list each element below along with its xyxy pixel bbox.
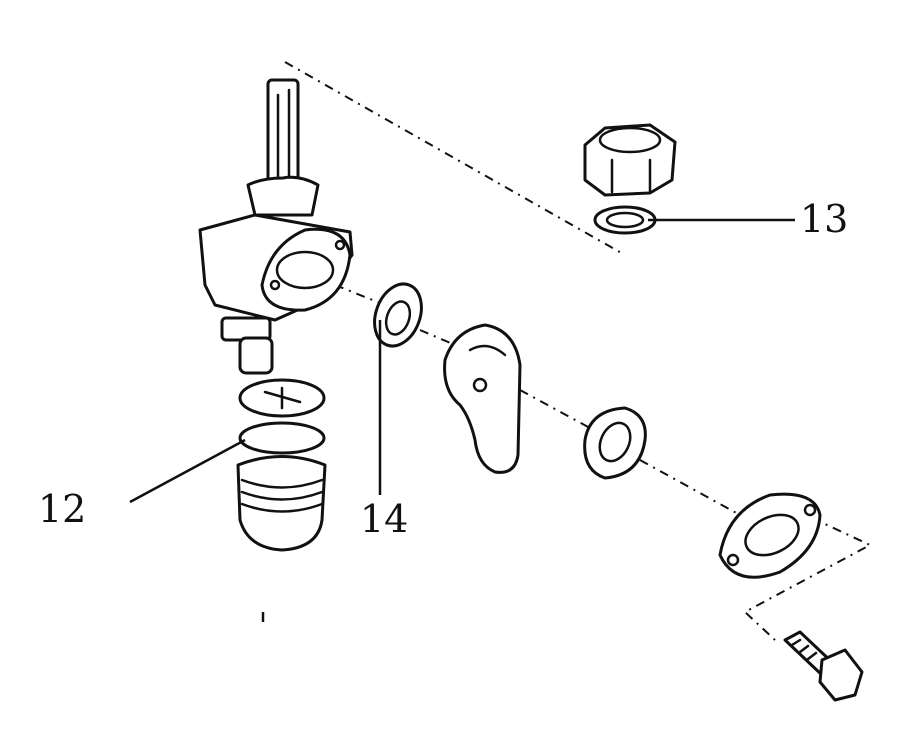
lever-cam [443,323,522,474]
gasket [583,406,647,480]
callout-14: 14 [360,497,408,541]
cover-plate [718,492,822,579]
leader-lines [129,218,795,622]
callout-13: 13 [800,197,848,241]
screw [783,630,864,702]
nut-and-washer [583,123,677,235]
valve-body-assembly [198,78,354,552]
diaphragm-disc [373,282,423,348]
callout-12: 12 [38,487,86,531]
